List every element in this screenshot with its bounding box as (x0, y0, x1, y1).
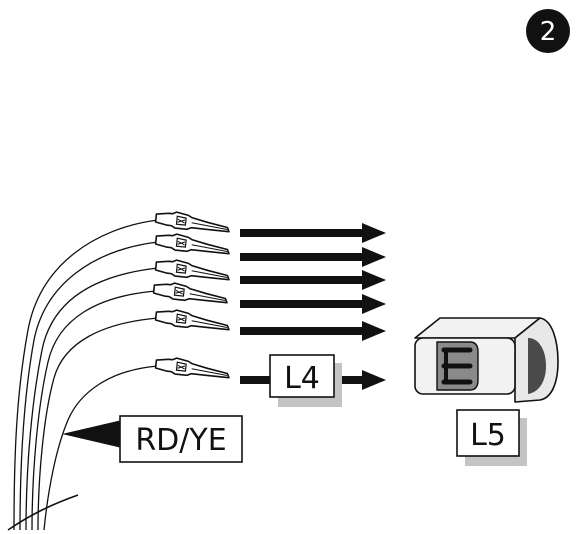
l4-label-box: L4 (269, 354, 342, 407)
arrow-5 (240, 321, 386, 341)
arrow-6 (240, 370, 386, 390)
rdye-pointer-arrow (62, 420, 122, 448)
arrow-1 (240, 223, 386, 243)
step-number-text: 2 (540, 17, 557, 47)
l5-label-box: L5 (456, 409, 527, 466)
terminal-3 (154, 257, 232, 283)
terminal-4 (152, 280, 230, 306)
arrow-4 (240, 294, 386, 314)
l4-label-text: L4 (284, 361, 320, 396)
l5-label-text: L5 (470, 418, 506, 453)
terminal-2 (154, 231, 232, 257)
arrow-2 (240, 247, 386, 267)
wire-bundle (7, 219, 159, 531)
step-number-badge: 2 (526, 9, 570, 53)
terminal-1 (154, 209, 232, 235)
rdye-label-box: RD/YE (119, 415, 243, 463)
terminal-5 (154, 307, 232, 333)
arrow-3 (240, 270, 386, 290)
rdye-label-text: RD/YE (135, 423, 226, 458)
connector-housing (414, 317, 559, 403)
terminal-6 (154, 355, 232, 381)
